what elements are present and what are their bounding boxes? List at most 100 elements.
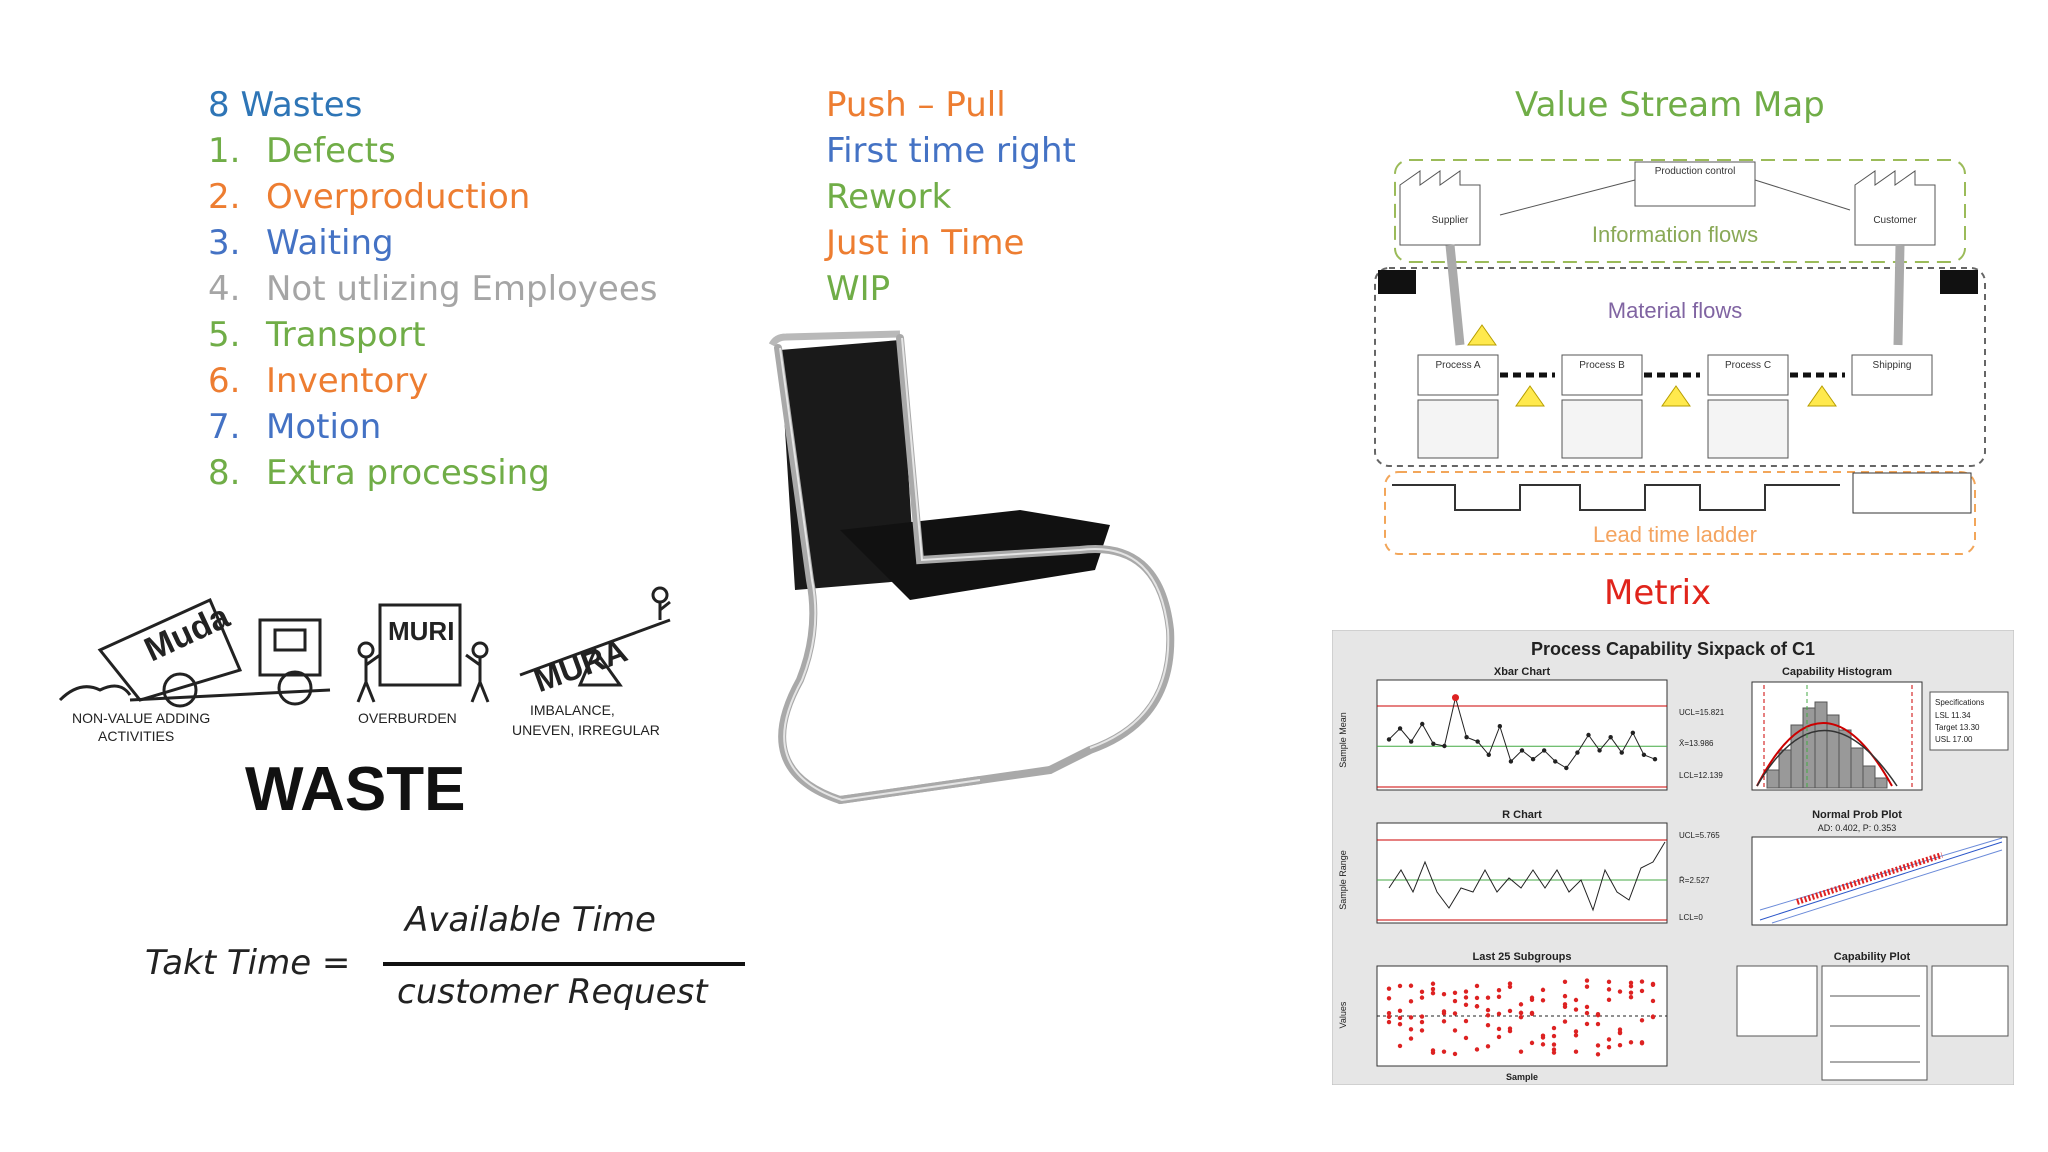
subgroup-point bbox=[1474, 995, 1480, 1001]
subgroup-point bbox=[1496, 988, 1502, 993]
subgroup-point bbox=[1441, 1049, 1447, 1054]
xbar-point bbox=[1497, 724, 1503, 729]
subgroup-point bbox=[1507, 984, 1513, 989]
xbar-point bbox=[1575, 750, 1580, 755]
xbar-point bbox=[1431, 741, 1436, 746]
shipping-label: Shipping bbox=[1873, 360, 1912, 371]
process-a-label: Process A bbox=[1435, 360, 1480, 371]
subgroup-point bbox=[1452, 998, 1458, 1004]
subgroup-point bbox=[1540, 1035, 1546, 1040]
list-item: 2.Overproduction bbox=[208, 177, 531, 217]
subgroup-point bbox=[1518, 1014, 1524, 1020]
ship-arrow bbox=[1893, 244, 1905, 346]
subgroup-point bbox=[1408, 1027, 1414, 1032]
r-chart-plot bbox=[1376, 822, 1668, 924]
subgroup-point bbox=[1408, 999, 1414, 1004]
production-control-box bbox=[1634, 161, 1756, 207]
r-y-label: Sample Range bbox=[1338, 850, 1348, 910]
subgroup-point bbox=[1496, 1034, 1502, 1040]
takt-numerator: Available Time bbox=[405, 900, 656, 940]
subgroup-point bbox=[1408, 1036, 1414, 1041]
xbar-point bbox=[1630, 730, 1636, 735]
lead-time-ladder-label: Lead time ladder bbox=[1593, 522, 1757, 547]
subgroup-point bbox=[1518, 1002, 1524, 1007]
material-flows-label: Material flows bbox=[1608, 298, 1742, 323]
subgroup-point bbox=[1650, 982, 1656, 988]
list-item: 1.Defects bbox=[208, 131, 396, 171]
subgroup-point bbox=[1430, 981, 1436, 986]
dump-truck-icon bbox=[58, 598, 331, 708]
mura-caption-1: IMBALANCE, bbox=[530, 702, 615, 718]
customer-factory-icon bbox=[1854, 170, 1936, 246]
xbar-point bbox=[1442, 743, 1447, 749]
production-control-label: Production control bbox=[1655, 166, 1736, 177]
subgroup-point bbox=[1507, 1026, 1513, 1031]
subgroup-point bbox=[1584, 1004, 1590, 1010]
subgroup-point bbox=[1485, 1044, 1491, 1049]
last25-x-label: Sample bbox=[1506, 1072, 1538, 1082]
xbar-point bbox=[1397, 726, 1403, 731]
chair-image bbox=[768, 330, 1175, 805]
r-ucl: UCL=5.765 bbox=[1679, 831, 1720, 840]
subgroup-point bbox=[1419, 989, 1425, 995]
xbar-point bbox=[1619, 750, 1624, 755]
subgroup-point bbox=[1573, 1033, 1579, 1038]
subgroup-point bbox=[1386, 1014, 1392, 1019]
subgroup-point bbox=[1463, 1002, 1469, 1007]
subgroup-point bbox=[1573, 1029, 1579, 1034]
subgroup-point bbox=[1551, 1042, 1557, 1047]
xbar-point bbox=[1475, 739, 1480, 744]
r-title: R Chart bbox=[1502, 809, 1542, 821]
subgroup-point bbox=[1606, 979, 1612, 985]
subgroup-point bbox=[1408, 983, 1414, 988]
subgroup-point bbox=[1573, 1007, 1579, 1012]
xbar-y-label: Sample Mean bbox=[1338, 712, 1348, 768]
takt-label: Takt Time = bbox=[145, 943, 351, 983]
list-item: 4.Not utlizing Employees bbox=[208, 269, 658, 309]
subgroup-point bbox=[1463, 1035, 1469, 1041]
wastes-title: 8 Wastes bbox=[208, 85, 363, 125]
subgroup-point bbox=[1452, 990, 1458, 995]
takt-fraction-bar bbox=[383, 962, 745, 966]
subgroup-point bbox=[1595, 1043, 1601, 1048]
subgroup-point bbox=[1540, 1042, 1546, 1047]
subgroup-point bbox=[1639, 1018, 1645, 1023]
subgroup-point bbox=[1617, 1027, 1623, 1032]
xbar-point bbox=[1508, 759, 1514, 764]
normal-title: Normal Prob Plot bbox=[1812, 809, 1902, 821]
subgroup-point bbox=[1595, 1012, 1601, 1018]
normal-subtitle: AD: 0.402, P: 0.353 bbox=[1818, 823, 1897, 833]
subgroup-point bbox=[1452, 1011, 1458, 1016]
waste-sketch: Muda NON-VALUE ADDING ACTIVITIES MURI OV… bbox=[58, 586, 671, 824]
xbar-point bbox=[1541, 748, 1547, 753]
process-c-label: Process C bbox=[1725, 360, 1771, 371]
xbar-title: Xbar Chart bbox=[1494, 666, 1551, 678]
subgroup-point bbox=[1408, 1015, 1414, 1020]
list-item: 3.Waiting bbox=[208, 223, 394, 263]
subgroup-point bbox=[1463, 1018, 1469, 1024]
r-mean: R̄=2.527 bbox=[1679, 876, 1710, 885]
inventory-triangle-icon bbox=[1467, 324, 1837, 407]
subgroup-point bbox=[1584, 978, 1590, 983]
subgroup-point bbox=[1419, 1019, 1425, 1025]
subgroup-point bbox=[1562, 993, 1568, 999]
supply-arrow bbox=[1445, 244, 1465, 346]
subgroup-point bbox=[1518, 1010, 1524, 1016]
muda-caption-1: NON-VALUE ADDING bbox=[72, 710, 210, 726]
subgroup-point bbox=[1397, 1022, 1403, 1027]
list-item: 5.Transport bbox=[208, 315, 426, 355]
subgroup-point bbox=[1551, 1047, 1557, 1052]
subgroup-point bbox=[1397, 1015, 1403, 1021]
customer-label: Customer bbox=[1873, 215, 1917, 226]
vsm-title: Value Stream Map bbox=[1515, 85, 1825, 125]
xbar-chart-plot bbox=[1376, 679, 1668, 791]
subgroup-point bbox=[1386, 1019, 1392, 1025]
subgroup-point bbox=[1485, 1007, 1491, 1013]
supplier-label: Supplier bbox=[1432, 215, 1469, 226]
subgroup-point bbox=[1606, 1045, 1612, 1050]
subgroup-point bbox=[1628, 995, 1634, 1000]
muda-label: Muda bbox=[139, 597, 236, 669]
subgroup-point bbox=[1639, 1041, 1645, 1046]
subgroup-point bbox=[1419, 1014, 1425, 1019]
concepts-block: Push – Pull First time right Rework Just… bbox=[826, 82, 1076, 312]
